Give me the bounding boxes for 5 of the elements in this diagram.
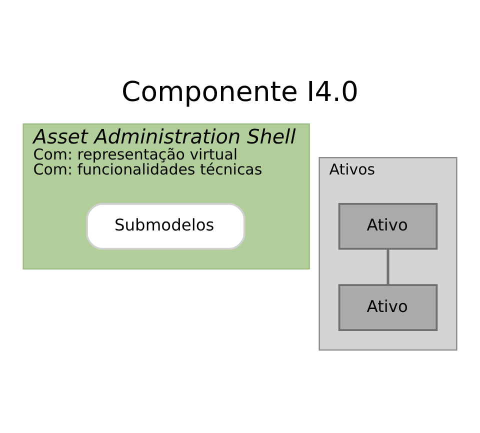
node-box: Submodelos — [86, 202, 246, 250]
node-box: Ativo — [338, 284, 438, 330]
node-box: Ativo — [338, 202, 438, 250]
diagram-title: Componente I4.0 — [122, 76, 358, 108]
connector — [386, 248, 390, 284]
